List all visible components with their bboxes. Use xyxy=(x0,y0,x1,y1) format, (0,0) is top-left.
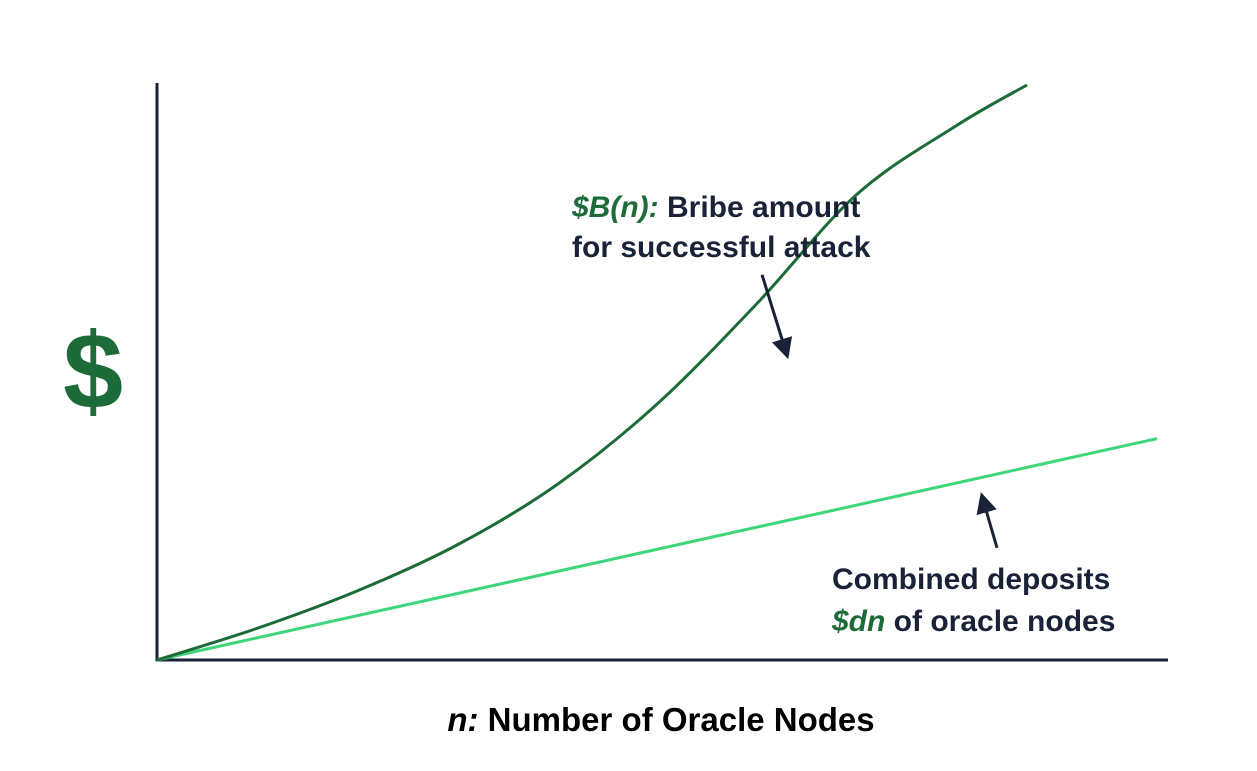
annotation-bribe-line-2: for successful attack xyxy=(572,231,871,264)
annotation-bribe-text-1: Bribe amount xyxy=(659,191,861,224)
annotation-deposits-text-2: of oracle nodes xyxy=(885,605,1115,638)
annotation-bribe-arrow xyxy=(760,274,793,360)
series-bribe-curve xyxy=(156,83,1028,662)
x-axis-label-var: n: xyxy=(447,701,478,738)
annotation-deposits-line-1: Combined deposits xyxy=(832,563,1110,596)
y-axis-label: $ xyxy=(63,310,123,431)
annotation-bribe-accent: $B(n): xyxy=(571,191,659,224)
x-axis-label-text: Number of Oracle Nodes xyxy=(479,701,875,738)
annotation-deposits-arrow xyxy=(976,492,999,549)
series-deposits-line xyxy=(156,437,1158,662)
annotation-bribe-line-1: $B(n): Bribe amount xyxy=(571,191,860,224)
annotation-deposits-accent: $dn xyxy=(831,605,885,638)
annotation-deposits-line-2: $dn of oracle nodes xyxy=(831,605,1115,638)
x-axis-label: n: Number of Oracle Nodes xyxy=(447,701,874,738)
